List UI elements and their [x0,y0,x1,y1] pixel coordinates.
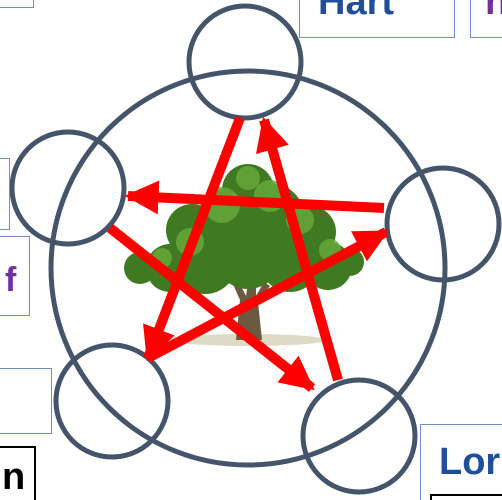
small-circle-bottom-right [303,380,415,492]
label-left-purple-text: f [5,261,16,300]
label-box-bottom-black: n [0,446,36,500]
label-top-far-right-text: h [485,0,502,24]
label-box-bottom-right: Lor [420,424,502,500]
label-box-left [0,158,10,230]
label-box-top-right: Hart [299,0,455,38]
label-box-top-left [0,0,34,8]
label-box-left-purple: f [0,236,30,316]
label-top-right-text: Hart [318,0,394,24]
label-bottom-black-text: n [2,456,25,499]
small-circle-top [189,6,301,118]
label-bottom-right-text: Lor [439,441,500,484]
arrow-right-to-left [128,196,384,208]
label-box-bottom-left [0,368,52,434]
label-box-top-far-right: h [470,0,502,38]
label-box-bottom-right-inner [430,494,502,500]
